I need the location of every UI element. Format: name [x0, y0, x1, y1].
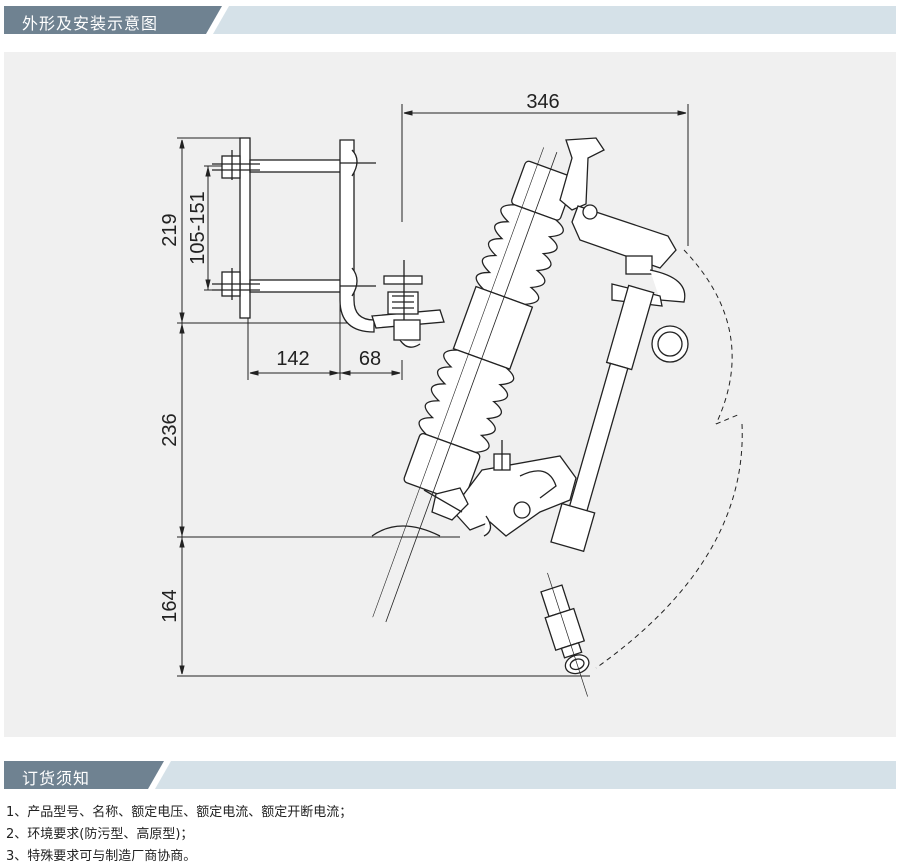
note-item: 2、环境要求(防污型、高原型)；: [6, 827, 194, 842]
note-item: 3、特殊要求可与制造厂商协商。: [6, 849, 197, 864]
section-title: 外形及安装示意图: [22, 14, 159, 33]
dim-219: 219: [159, 213, 181, 246]
header-banner: [4, 6, 896, 34]
note-item: 1、产品型号、名称、额定电压、额定电流、额定开断电流；: [6, 805, 353, 820]
dim-236: 236: [159, 413, 181, 446]
header-banner: [4, 761, 896, 789]
outline-drawing: 346 219 105-151 142 68 236 164: [4, 52, 896, 737]
fuse-cutout-drawing: 346 219 105-151 142 68 236 164: [159, 91, 743, 697]
dim-142: 142: [276, 348, 309, 370]
section-header-outline: 外形及安装示意图: [4, 6, 896, 34]
section-header-ordering: 订货须知: [4, 761, 896, 789]
ordering-notes: 1、产品型号、名称、额定电压、额定电流、额定开断电流； 2、环境要求(防污型、高…: [6, 802, 886, 868]
dim-68: 68: [359, 348, 381, 370]
section-title: 订货须知: [22, 769, 91, 788]
dim-346: 346: [526, 91, 559, 113]
dim-164: 164: [159, 589, 181, 622]
dim-105-151: 105-151: [187, 191, 209, 264]
